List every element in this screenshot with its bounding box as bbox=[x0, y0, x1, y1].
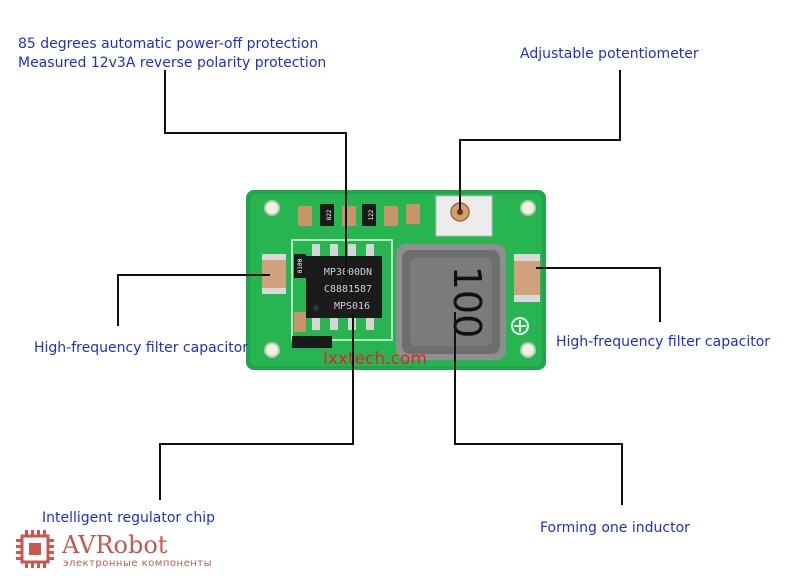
cap-code-marking: 0100 bbox=[297, 258, 304, 273]
cap-left-label: High-frequency filter capacitor bbox=[34, 340, 249, 356]
watermark-brand: AVRobot bbox=[62, 531, 168, 559]
potentiometer bbox=[435, 195, 493, 237]
protection-label-line2: Measured 12v3A reverse polarity protecti… bbox=[18, 55, 327, 71]
leader-cap-right bbox=[536, 267, 661, 322]
chip-marking-1: MP3000DN bbox=[324, 267, 372, 278]
chip-label: Intelligent regulator chip bbox=[42, 510, 215, 526]
leader-cap-left bbox=[117, 274, 270, 326]
right-capacitor bbox=[514, 254, 540, 302]
resistor-2-marking: 122 bbox=[368, 209, 375, 220]
regulator-chip: MP3000DN C8881587 MPS016 bbox=[306, 244, 382, 330]
site-url: lxxtech.com bbox=[323, 349, 427, 369]
resistor-1-marking: 822 bbox=[326, 209, 333, 220]
leader-chip bbox=[159, 312, 354, 500]
cap-right-label: High-frequency filter capacitor bbox=[556, 334, 771, 350]
bottom-pads bbox=[292, 312, 332, 348]
inductor-label: Forming one inductor bbox=[540, 520, 690, 536]
watermark-tagline: электронные компоненты bbox=[63, 558, 212, 569]
avrobot-logo-icon bbox=[16, 530, 54, 568]
potentiometer-label: Adjustable potentiometer bbox=[520, 46, 699, 62]
leader-potentiometer bbox=[459, 70, 621, 210]
leader-protection bbox=[164, 70, 347, 280]
chip-marking-2: C8881587 bbox=[324, 284, 372, 295]
leader-lines bbox=[117, 70, 661, 505]
inductor-marking: 100 bbox=[445, 266, 489, 339]
inductor: 100 bbox=[396, 244, 506, 360]
chip-marking-3: MPS016 bbox=[334, 301, 370, 312]
leader-inductor bbox=[454, 312, 623, 505]
protection-label-line1: 85 degrees automatic power-off protectio… bbox=[18, 36, 319, 52]
